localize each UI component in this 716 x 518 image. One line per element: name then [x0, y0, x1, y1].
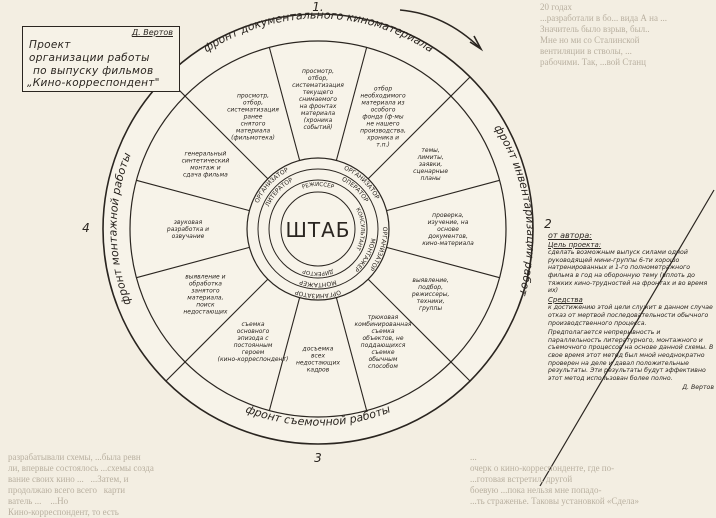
background-print-text-top: 20 годах ...разработали в бо... вида А н… — [540, 2, 667, 67]
hub-organizer-label-1: ОРГАНИЗАТОР — [294, 288, 342, 299]
sector-divider-6 — [367, 278, 452, 363]
note-heading: от автора: — [548, 231, 592, 240]
note-means-text: к достижению этой цели служит в данном с… — [548, 304, 713, 327]
hub-outer-circle — [246, 157, 390, 301]
front-boundary-1 — [450, 76, 471, 97]
front-boundary-2 — [450, 361, 471, 382]
front-number-2: 2 — [544, 217, 552, 231]
sector-divider-7 — [335, 297, 368, 411]
hub-leader-label-3: КОНСУЛЬТАНТ — [354, 207, 365, 252]
sector-divider-5 — [386, 246, 500, 279]
hub-middle-circle — [257, 168, 379, 290]
hub-leader-label-2: РЕЖИССЕР — [301, 182, 335, 191]
sector-divider-8 — [268, 297, 301, 411]
sector-divider-1 — [268, 47, 301, 161]
front-number-3: 3 — [314, 451, 322, 465]
sector-divider-12 — [184, 95, 269, 180]
project-title-box: Д. Вертов Проект организации работы по в… — [22, 26, 180, 92]
title-line-3: по выпуску фильмов — [33, 65, 154, 77]
sector-divider-10 — [136, 246, 250, 279]
note-separator-line — [539, 189, 715, 487]
front-number-1: 1. — [312, 0, 323, 14]
title-line-1: Проект — [29, 39, 71, 51]
front-number-4: 4 — [82, 221, 90, 235]
hub-center-label: ШТАБ — [285, 218, 350, 242]
sector-divider-9 — [184, 278, 269, 363]
note-signature: Д. Вертов — [682, 384, 714, 392]
title-line-2: организации работы — [29, 52, 150, 64]
sector-text-5: выявление,подбор,режиссеры,техники,групп… — [411, 277, 450, 312]
sector-divider-4 — [386, 179, 500, 212]
note-goal-heading: Цель проекта: — [548, 240, 602, 249]
rotation-arrowhead-icon — [469, 35, 484, 52]
hub-leader-label-1: ДИРЕКТОР — [301, 267, 334, 276]
hub-inner-circle — [268, 179, 368, 279]
front-ring-circle — [129, 40, 507, 418]
hub-core-circle — [280, 191, 356, 267]
background-print-text-bottom-right: ... очерк о кино-корреспонденте, где по-… — [470, 452, 639, 506]
sector-divider-11 — [136, 179, 250, 212]
sector-divider-3 — [367, 95, 452, 180]
sector-divider-2 — [335, 47, 368, 161]
title-line-4: „Кино-корреспондент" — [27, 77, 160, 89]
rotation-arrow — [399, 9, 481, 49]
front-boundary-3 — [165, 361, 186, 382]
note-method-text: Предполагается непрерывность и параллель… — [548, 329, 714, 382]
note-means-heading: Средства — [548, 295, 583, 304]
author-signature: Д. Вертов — [131, 28, 173, 37]
author-side-note: от автора: Цель проекта: сделать возможн… — [548, 232, 714, 394]
hub-role-label-1: МОНТАЖЕР — [298, 278, 337, 288]
note-goal-text: сделать возможным выпуск силами одной ру… — [548, 249, 708, 295]
